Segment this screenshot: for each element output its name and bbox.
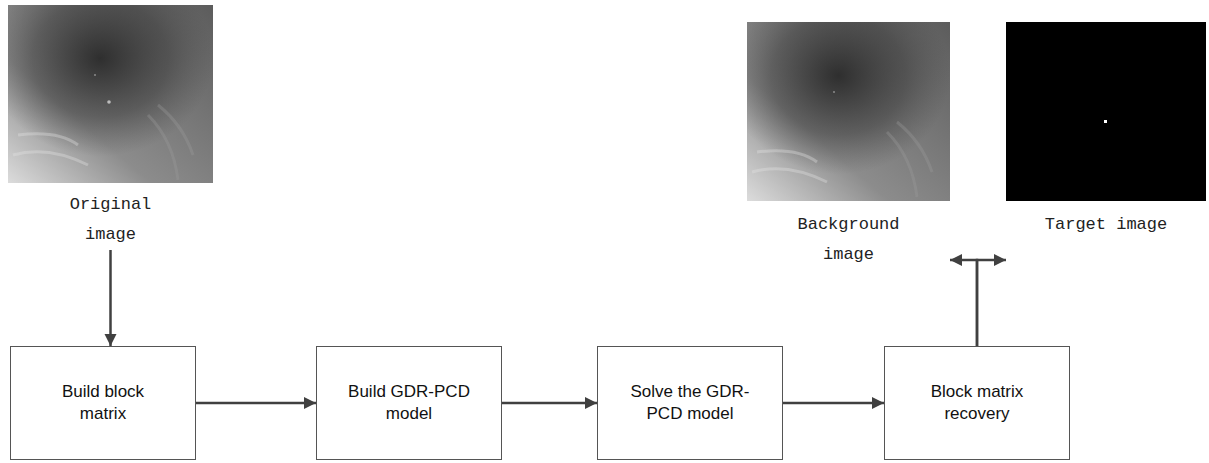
image-caption: Target image — [1006, 210, 1206, 270]
box-label: Block matrix recovery — [911, 381, 1043, 425]
box-label: Build GDR-PCD model — [343, 381, 475, 425]
infrared-image — [8, 5, 213, 183]
connector-arrow — [950, 260, 977, 346]
connector-arrow — [502, 402, 597, 405]
connector-arrow — [977, 260, 1006, 346]
image-caption: Background image — [784, 210, 914, 270]
connector-arrow — [783, 402, 884, 405]
process-box: Block matrix recovery — [884, 346, 1070, 460]
image-caption: Original image — [55, 190, 167, 250]
image-panel: Original image — [8, 5, 213, 250]
connector-arrow — [196, 402, 316, 405]
target-image — [1006, 22, 1206, 201]
background-image — [747, 22, 950, 201]
box-label: Solve the GDR-PCD model — [624, 381, 756, 425]
process-box: Solve the GDR-PCD model — [597, 346, 783, 460]
box-label: Build block matrix — [37, 381, 169, 425]
image-panel: Target image — [1006, 22, 1206, 270]
image-panel: Background image — [747, 22, 950, 270]
process-box: Build GDR-PCD model — [316, 346, 502, 460]
connector-arrow — [109, 250, 112, 346]
process-box: Build block matrix — [10, 346, 196, 460]
